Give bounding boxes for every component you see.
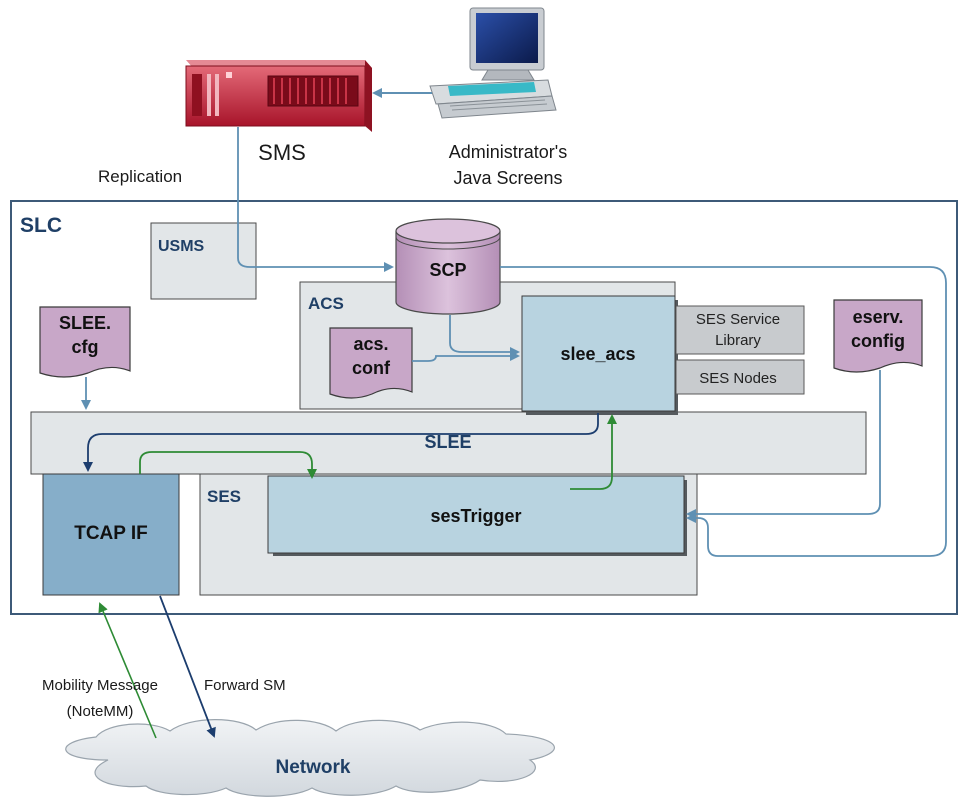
acs-conf-line1: acs. [353,334,388,354]
ses-label: SES [207,487,241,506]
ses-service-library-line1: SES Service [696,311,780,328]
scp-database-icon [395,218,501,315]
ses-nodes-label: SES Nodes [699,370,777,387]
ses-trigger-label: sesTrigger [430,506,521,526]
eserv-config-line2: config [851,331,905,351]
acs-conf-line2: conf [352,358,391,378]
eserv-config-document-icon [833,299,923,373]
slee-label: SLEE [424,432,471,452]
acs-conf-document-icon [329,327,413,399]
slee-cfg-line1: SLEE. [59,313,111,333]
eserv-config-line1: eserv. [853,307,904,327]
forward-sm-label: Forward SM [204,677,286,694]
slee-acs-label: slee_acs [560,344,635,364]
eserv-config-to-ses-trigger-arrow [686,370,881,519]
mobility-message-line2: (NoteMM) [67,703,134,720]
ses-trigger-to-slee-acs-arrow [570,414,617,490]
slee-cfg-document-icon [39,306,131,378]
acs-label: ACS [308,294,344,313]
tcap-if-box [42,473,180,596]
slc-label: SLC [20,214,62,237]
ses-trigger-box [267,475,685,554]
replication-label: Replication [98,167,182,186]
slee-acs-to-tcap-arrow [83,413,599,472]
ses-service-library-line2: Library [715,332,761,349]
acs-conf-to-slee-acs-arrow [412,351,520,362]
mobility-message-arrow [98,602,157,739]
ses-nodes-box [675,359,805,395]
slee-acs-box [521,295,676,412]
forward-sm-arrow [159,595,216,738]
mobility-message-line1: Mobility Message [42,677,158,694]
network-cloud-icon [65,719,555,797]
usms-label: USMS [158,238,205,255]
usms-box [150,222,257,300]
slee-cfg-line2: cfg [72,337,99,357]
admin-label-line1: Administrator's [449,142,567,162]
admin-label-line2: Java Screens [453,168,562,188]
computer-icon [429,7,557,119]
sms-server-icon [185,60,372,132]
scp-to-slee-acs-arrow [449,315,520,357]
sms-label: SMS [258,140,306,165]
scp-label: SCP [429,260,466,280]
tcap-to-ses-trigger-arrow [139,451,317,479]
tcap-if-label: TCAP IF [74,523,148,544]
slee-bar [30,411,867,475]
ses-service-library-box [675,305,805,355]
scp-to-ses-trigger-arrow [500,266,947,557]
network-label: Network [276,757,351,778]
replication-arrow [237,127,394,272]
